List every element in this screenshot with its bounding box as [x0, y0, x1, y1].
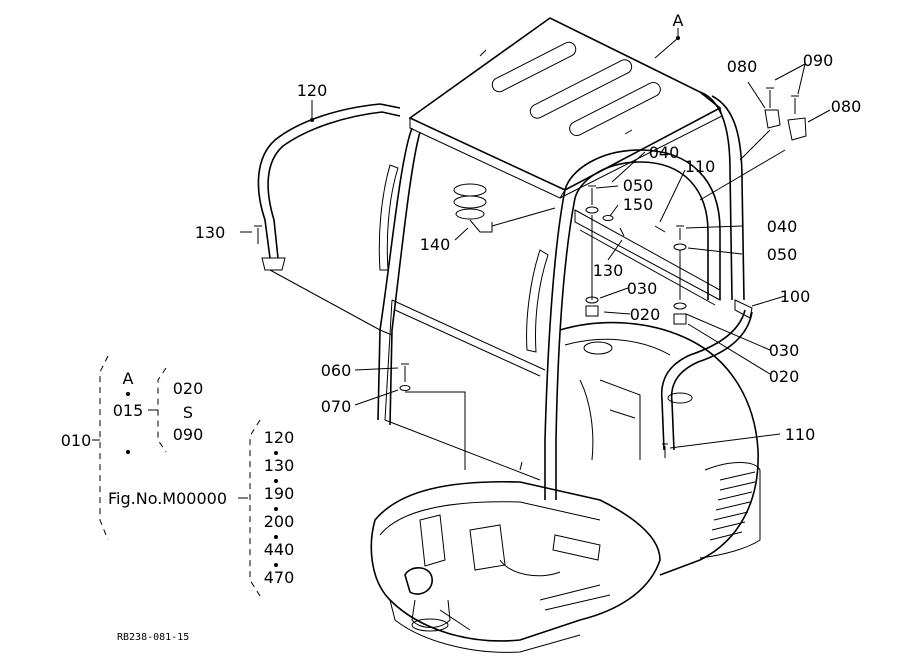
tree-list-item: 120 — [264, 428, 295, 447]
tree-list-item: 200 — [264, 512, 295, 531]
callout-080-left: 080 — [727, 57, 758, 76]
callout-050-top: 050 — [623, 176, 654, 195]
footer-code: RB238-081-15 — [117, 632, 189, 643]
cab-frame — [377, 91, 745, 500]
callout-030-left: 030 — [627, 279, 658, 298]
callout-020-left: 020 — [630, 305, 661, 324]
tree-list-item: 470 — [264, 568, 295, 587]
callout-110-top: 110 — [685, 157, 716, 176]
handrail-120 — [257, 103, 401, 331]
callout-130-left: 130 — [195, 223, 226, 242]
callout-080-right: 080 — [831, 97, 862, 116]
tree-A: A — [123, 369, 134, 388]
handrail-100 — [660, 299, 753, 451]
callout-labels: A 080 090 080 120 040 110 050 150 130 14… — [195, 11, 862, 444]
tree-020: 020 — [173, 379, 204, 398]
canopy-roof — [408, 17, 723, 199]
callout-A: A — [673, 11, 684, 30]
callout-020-right: 020 — [769, 367, 800, 386]
callout-120: 120 — [297, 81, 328, 100]
hardware — [254, 87, 807, 470]
callout-040-right: 040 — [767, 217, 798, 236]
tree-090: 090 — [173, 425, 204, 444]
callout-030-right: 030 — [769, 341, 800, 360]
callout-150: 150 — [623, 195, 654, 214]
tree-015: 015 — [113, 401, 144, 420]
callout-060: 060 — [321, 361, 352, 380]
machine-base — [370, 321, 761, 653]
tree-list-item: 440 — [264, 540, 295, 559]
parts-tree: 010 A 015 020 S 090 Fig.No.M00000 120 13… — [61, 355, 295, 597]
tree-fig-no: Fig.No.M00000 — [108, 489, 227, 508]
tree-list-item: 190 — [264, 484, 295, 503]
callout-050-right: 050 — [767, 245, 798, 264]
tree-list-item: 130 — [264, 456, 295, 475]
tree-010: 010 — [61, 431, 92, 450]
callout-070: 070 — [321, 397, 352, 416]
callout-130-mid: 130 — [593, 261, 624, 280]
callout-100: 100 — [780, 287, 811, 306]
tree-tilde: S — [183, 403, 193, 422]
callout-040-top: 040 — [649, 143, 680, 162]
callout-110-right: 110 — [785, 425, 816, 444]
leader-lines — [240, 28, 831, 449]
callout-140: 140 — [420, 235, 451, 254]
callout-090: 090 — [803, 51, 834, 70]
